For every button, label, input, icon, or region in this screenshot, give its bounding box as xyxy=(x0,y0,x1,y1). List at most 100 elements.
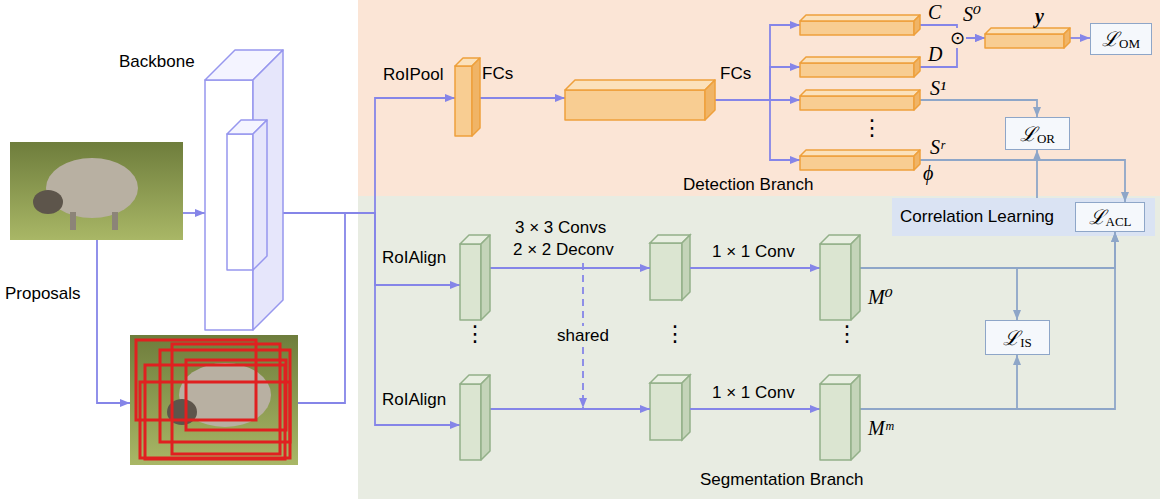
annotation-label: 1 × 1 Conv xyxy=(712,383,795,403)
conv-arrow xyxy=(690,267,820,269)
flow-connector xyxy=(1070,37,1090,39)
box-face xyxy=(472,58,480,136)
box-shape xyxy=(205,50,283,330)
box-face xyxy=(253,120,267,270)
box-shape xyxy=(800,150,920,170)
node-label: ACL xyxy=(1106,215,1132,229)
node-label: Correlation Learning xyxy=(900,207,1054,227)
box-face xyxy=(481,375,490,460)
box-face xyxy=(800,96,914,110)
box-face xyxy=(227,134,253,270)
box-shape xyxy=(800,57,920,77)
proposal-box xyxy=(186,360,286,430)
box-shape xyxy=(985,28,1070,48)
box-face xyxy=(985,28,1070,34)
box-face xyxy=(914,57,920,77)
box-face xyxy=(914,90,920,110)
photo-ground xyxy=(130,335,298,465)
box-shape xyxy=(820,375,860,460)
proposal-box xyxy=(140,382,290,458)
box-shape xyxy=(800,15,920,35)
proposal-arrow xyxy=(97,240,130,403)
annotation-label: ⊙ xyxy=(949,28,966,48)
photo-ground xyxy=(10,142,183,240)
box-face xyxy=(1064,28,1070,48)
box-face xyxy=(460,384,481,460)
conv-arrow xyxy=(690,408,820,410)
input-photo xyxy=(10,142,183,240)
annotation-label: ⋮ xyxy=(861,117,883,139)
node-label: RoIAlign xyxy=(382,248,446,268)
roialign-layer: RoIAlign xyxy=(460,375,490,460)
flow-connector xyxy=(1036,150,1038,198)
proposal-feed-line xyxy=(298,213,345,403)
node-label: OR xyxy=(1037,132,1055,146)
loss-box: ℒACL xyxy=(1075,202,1145,232)
correlation-band: Correlation Learning ℒACL xyxy=(892,198,1155,236)
detection-panel-ground xyxy=(358,0,1160,197)
box-face xyxy=(820,244,851,320)
flow-connector xyxy=(860,355,1017,409)
annotation-label: ⋮ xyxy=(464,323,486,345)
box-face xyxy=(800,15,920,21)
node-label: Backbone xyxy=(119,52,195,72)
output-vector: D xyxy=(800,57,920,77)
node-label: S¹ xyxy=(930,78,946,98)
mask-output: Mᵐ xyxy=(820,375,860,460)
box-face xyxy=(800,57,920,63)
flow-connector xyxy=(715,25,800,100)
node-label: C xyxy=(928,2,941,22)
box-face xyxy=(481,235,490,320)
segmentation-panel-ground xyxy=(358,196,1160,499)
annotation-label: ϕ xyxy=(923,163,933,183)
box-face xyxy=(682,235,690,300)
output-vector: C xyxy=(800,15,920,35)
proposals-photo xyxy=(130,335,298,465)
sheep-head xyxy=(33,190,63,214)
correlation-band-ground xyxy=(892,198,1155,236)
node-label: IS xyxy=(1020,336,1032,350)
box-face xyxy=(914,150,920,170)
mask-feature-box xyxy=(650,235,690,300)
box-shape xyxy=(460,235,490,320)
box-shape xyxy=(460,375,490,460)
input-arrow xyxy=(183,212,205,214)
annotation-label: ⋮ xyxy=(836,323,858,345)
loss-box: ℒIS xyxy=(985,320,1050,355)
flow-connector xyxy=(920,160,1125,202)
box-face xyxy=(682,375,690,440)
box-face xyxy=(800,63,914,77)
node-label: RoIAlign xyxy=(382,390,446,410)
box-face xyxy=(565,90,705,120)
flow-connector xyxy=(860,232,1115,409)
output-vector: Sʳ xyxy=(800,150,920,170)
conv-arrow xyxy=(490,408,650,410)
annotation-label: Proposals xyxy=(5,284,81,304)
annotation-label: S⁰ xyxy=(963,4,981,24)
annotation-label: 3 × 3 Convs xyxy=(515,218,606,238)
node-label: OM xyxy=(1119,37,1140,51)
box-face xyxy=(205,80,253,330)
box-face xyxy=(650,243,682,300)
box-shape xyxy=(820,235,860,320)
box-face xyxy=(565,80,715,90)
box-shape xyxy=(800,90,920,110)
detection-branch-panel: Detection BranchRoIPoolFCsCDS¹SʳyℒOMℒOR xyxy=(358,0,1160,196)
node-label: y xyxy=(1035,6,1044,26)
annotation-label: 1 × 1 Conv xyxy=(712,242,795,262)
box-face xyxy=(820,384,851,460)
box-face xyxy=(800,150,920,156)
node-label: Mᵐ xyxy=(868,418,893,438)
output-vector: S¹ xyxy=(800,90,920,110)
box-face xyxy=(851,235,860,320)
prediction-vector: y xyxy=(985,28,1070,48)
node-label: Detection Branch xyxy=(683,175,813,195)
annotation-label: FCs xyxy=(720,64,751,84)
box-face xyxy=(800,90,920,96)
node-label: RoIPool xyxy=(383,65,443,85)
sheep-leg xyxy=(112,212,118,230)
node-label: ℒ xyxy=(1089,207,1106,227)
proposal-box xyxy=(145,365,285,459)
annotation-label: 2 × 2 Deconv xyxy=(513,240,614,260)
